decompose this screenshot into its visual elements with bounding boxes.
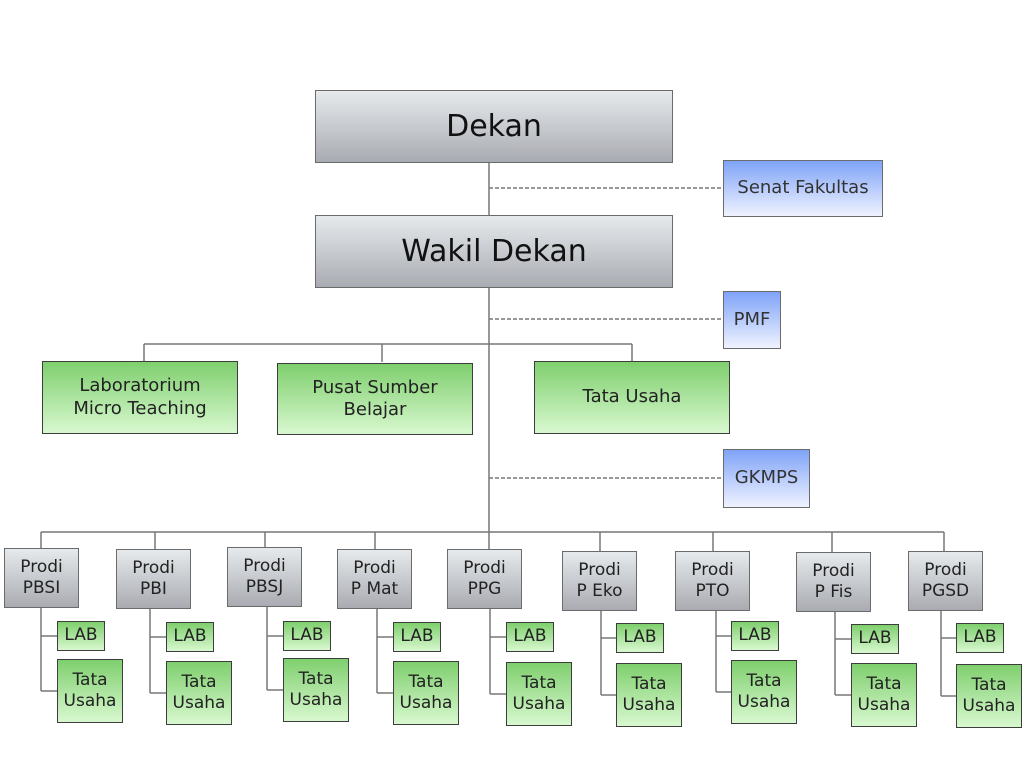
lab-label: LAB bbox=[738, 625, 772, 646]
prodi-label: Prodi bbox=[463, 557, 506, 578]
gkmps-label: GKMPS bbox=[734, 467, 799, 489]
tu-label: Tata bbox=[298, 668, 334, 689]
tu-label: Tata bbox=[72, 669, 108, 690]
tu-label: Tata bbox=[181, 671, 217, 692]
tu-label: Tata bbox=[631, 673, 667, 694]
gkmps-box: GKMPS bbox=[723, 449, 810, 508]
vice-dean-box: Wakil Dekan bbox=[315, 215, 673, 288]
senate-label: Senat Fakultas bbox=[737, 177, 869, 199]
prodi-lab-box: LAB bbox=[616, 623, 664, 653]
lab-label: LAB bbox=[290, 625, 324, 646]
prodi-lab-box: LAB bbox=[956, 623, 1004, 653]
lab-label: LAB bbox=[513, 626, 547, 647]
prodi-lab-box: LAB bbox=[731, 621, 779, 651]
prodi-name: PBSI bbox=[22, 578, 61, 598]
tu-label: Tata bbox=[521, 672, 557, 693]
lab-label: LAB bbox=[400, 626, 434, 647]
dean-label: Dekan bbox=[446, 108, 542, 144]
unit-label: Micro Teaching bbox=[73, 397, 207, 419]
tu-label: Usaha bbox=[289, 690, 343, 710]
lab-label: LAB bbox=[623, 627, 657, 648]
unit-label: Tata Usaha bbox=[582, 386, 682, 408]
prodi-label: Prodi bbox=[812, 560, 855, 581]
prodi-name: PPG bbox=[467, 579, 502, 599]
prodi-lab-box: LAB bbox=[851, 624, 899, 654]
senate-box: Senat Fakultas bbox=[723, 160, 883, 217]
tu-label: Usaha bbox=[512, 694, 566, 714]
pmf-label: PMF bbox=[733, 308, 771, 330]
prodi-label: Prodi bbox=[353, 557, 396, 578]
prodi-label: Prodi bbox=[20, 556, 63, 577]
prodi-label: Prodi bbox=[578, 559, 621, 580]
prodi-name: PBSJ bbox=[245, 577, 284, 597]
prodi-name: P Eko bbox=[576, 581, 623, 601]
lab-label: LAB bbox=[963, 627, 997, 648]
unit-label: Pusat Sumber bbox=[312, 376, 438, 398]
lab-label: LAB bbox=[64, 625, 98, 646]
tu-label: Tata bbox=[971, 674, 1007, 695]
prodi-lab-box: LAB bbox=[57, 621, 105, 651]
pmf-box: PMF bbox=[723, 291, 781, 349]
prodi-label: Prodi bbox=[243, 555, 286, 576]
lab-label: LAB bbox=[858, 628, 892, 649]
prodi-name: P Fis bbox=[814, 582, 853, 602]
prodi-name: PTO bbox=[695, 581, 730, 601]
tu-label: Usaha bbox=[962, 696, 1016, 716]
tu-label: Usaha bbox=[737, 692, 791, 712]
tu-label: Usaha bbox=[857, 695, 911, 715]
tu-label: Usaha bbox=[63, 691, 117, 711]
prodi-label: Prodi bbox=[924, 559, 967, 580]
dean-box: Dekan bbox=[315, 90, 673, 163]
unit-label: Belajar bbox=[343, 399, 407, 420]
prodi-lab-box: LAB bbox=[166, 622, 214, 652]
prodi-lab-box: LAB bbox=[506, 622, 554, 652]
unit-tata-usaha: Tata Usaha bbox=[534, 361, 730, 434]
prodi-name: PGSD bbox=[921, 581, 970, 601]
tu-label: Usaha bbox=[172, 693, 226, 713]
lab-label: LAB bbox=[173, 626, 207, 647]
unit-label: Laboratorium bbox=[79, 375, 201, 396]
prodi-label: Prodi bbox=[691, 559, 734, 580]
tu-label: Usaha bbox=[399, 693, 453, 713]
tu-label: Tata bbox=[408, 671, 444, 692]
tu-label: Usaha bbox=[622, 695, 676, 715]
prodi-lab-box: LAB bbox=[283, 621, 331, 651]
prodi-lab-box: LAB bbox=[393, 622, 441, 652]
prodi-name: P Mat bbox=[350, 579, 399, 599]
prodi-label: Prodi bbox=[132, 557, 175, 578]
tu-label: Tata bbox=[866, 673, 902, 694]
prodi-name: PBI bbox=[140, 579, 167, 599]
tu-label: Tata bbox=[746, 670, 782, 691]
vice-dean-label: Wakil Dekan bbox=[401, 233, 587, 269]
